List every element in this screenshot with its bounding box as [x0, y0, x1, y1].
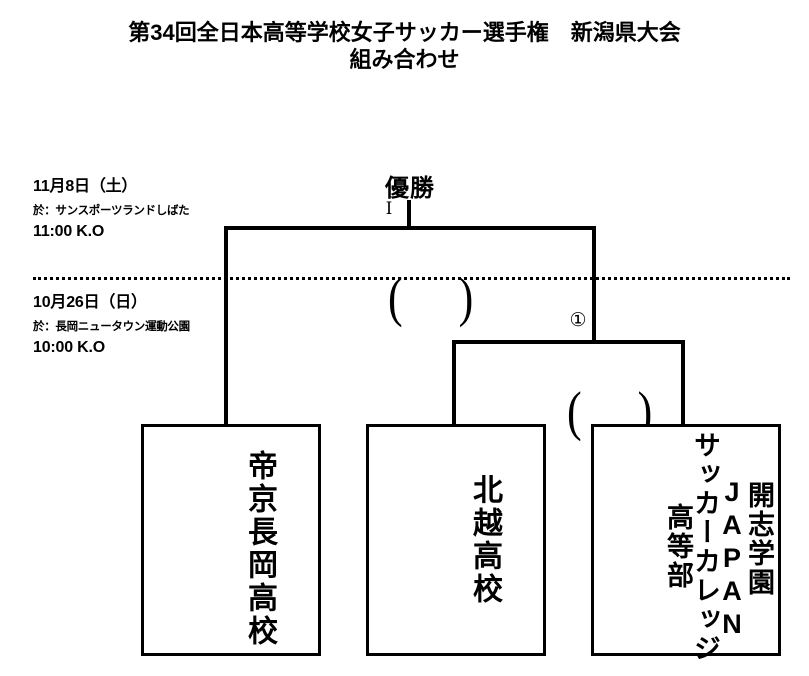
- paren-left-icon: (: [388, 266, 403, 328]
- final-crossbar: [224, 226, 596, 230]
- round-divider: [33, 277, 790, 280]
- schedule-kickoff-semifinal: 10:00 K.O: [33, 339, 106, 356]
- team-2-name: 北越高校: [468, 474, 501, 606]
- semifinal-right-leg: [681, 340, 685, 424]
- semifinal-crossbar: [452, 340, 685, 344]
- champion-seed-marker: Ⅰ: [385, 199, 393, 218]
- page-title: 第34回全日本高等学校女子サッカー選手権 新潟県大会 組み合わせ: [0, 20, 809, 74]
- schedule-kickoff-final: 11:00 K.O: [33, 223, 105, 240]
- semifinal-left-leg: [452, 340, 456, 424]
- team-1-name: 帝京長岡高校: [243, 450, 276, 648]
- paren-left-icon: (: [567, 380, 582, 442]
- match-number-badge-semifinal: ①: [569, 310, 587, 331]
- team-box-1[interactable]: 帝京長岡高校: [141, 424, 321, 656]
- title-line-2: 組み合わせ: [349, 46, 460, 72]
- paren-right-icon: ): [458, 266, 474, 328]
- final-score-parentheses: (): [366, 232, 473, 325]
- team-3-text-wrap: 開志学園 JAPAN サッカーカレッジ 高等部: [594, 427, 778, 663]
- schedule-venue-final: 於：サンスポーツランドしばた: [33, 205, 190, 217]
- team-box-3[interactable]: 開志学園 JAPAN サッカーカレッジ 高等部: [591, 424, 781, 663]
- final-right-leg: [592, 226, 596, 343]
- team-1-text-wrap: 帝京長岡高校: [144, 427, 318, 653]
- team-3-name-line-2: JAPAN: [717, 477, 747, 642]
- schedule-block-semifinal: 10月26日（日） 於：長岡ニュータウン運動公園 10:00 K.O: [33, 288, 248, 357]
- team-3-name-line-1: 開志学園: [744, 481, 774, 597]
- team-box-2[interactable]: 北越高校: [366, 424, 546, 656]
- schedule-block-final: 11月8日（土） 於：サンスポーツランドしばた 11:00 K.O: [33, 172, 248, 241]
- champion-label: 優勝: [385, 175, 435, 202]
- schedule-venue-semifinal: 於：長岡ニュータウン運動公園: [33, 321, 190, 333]
- semifinal-score-parentheses: (): [545, 346, 652, 439]
- schedule-date-semifinal: 10月26日（日）: [33, 294, 147, 311]
- team-3-name-line-3: サッカーカレッジ: [690, 431, 720, 663]
- team-3-name-line-4: 高等部: [663, 503, 693, 590]
- team-2-text-wrap: 北越高校: [369, 427, 543, 653]
- title-line-1: 第34回全日本高等学校女子サッカー選手権 新潟県大会: [128, 20, 681, 45]
- champion-stem: [407, 200, 411, 229]
- final-left-leg: [224, 226, 228, 424]
- schedule-date-final: 11月8日（土）: [33, 178, 138, 195]
